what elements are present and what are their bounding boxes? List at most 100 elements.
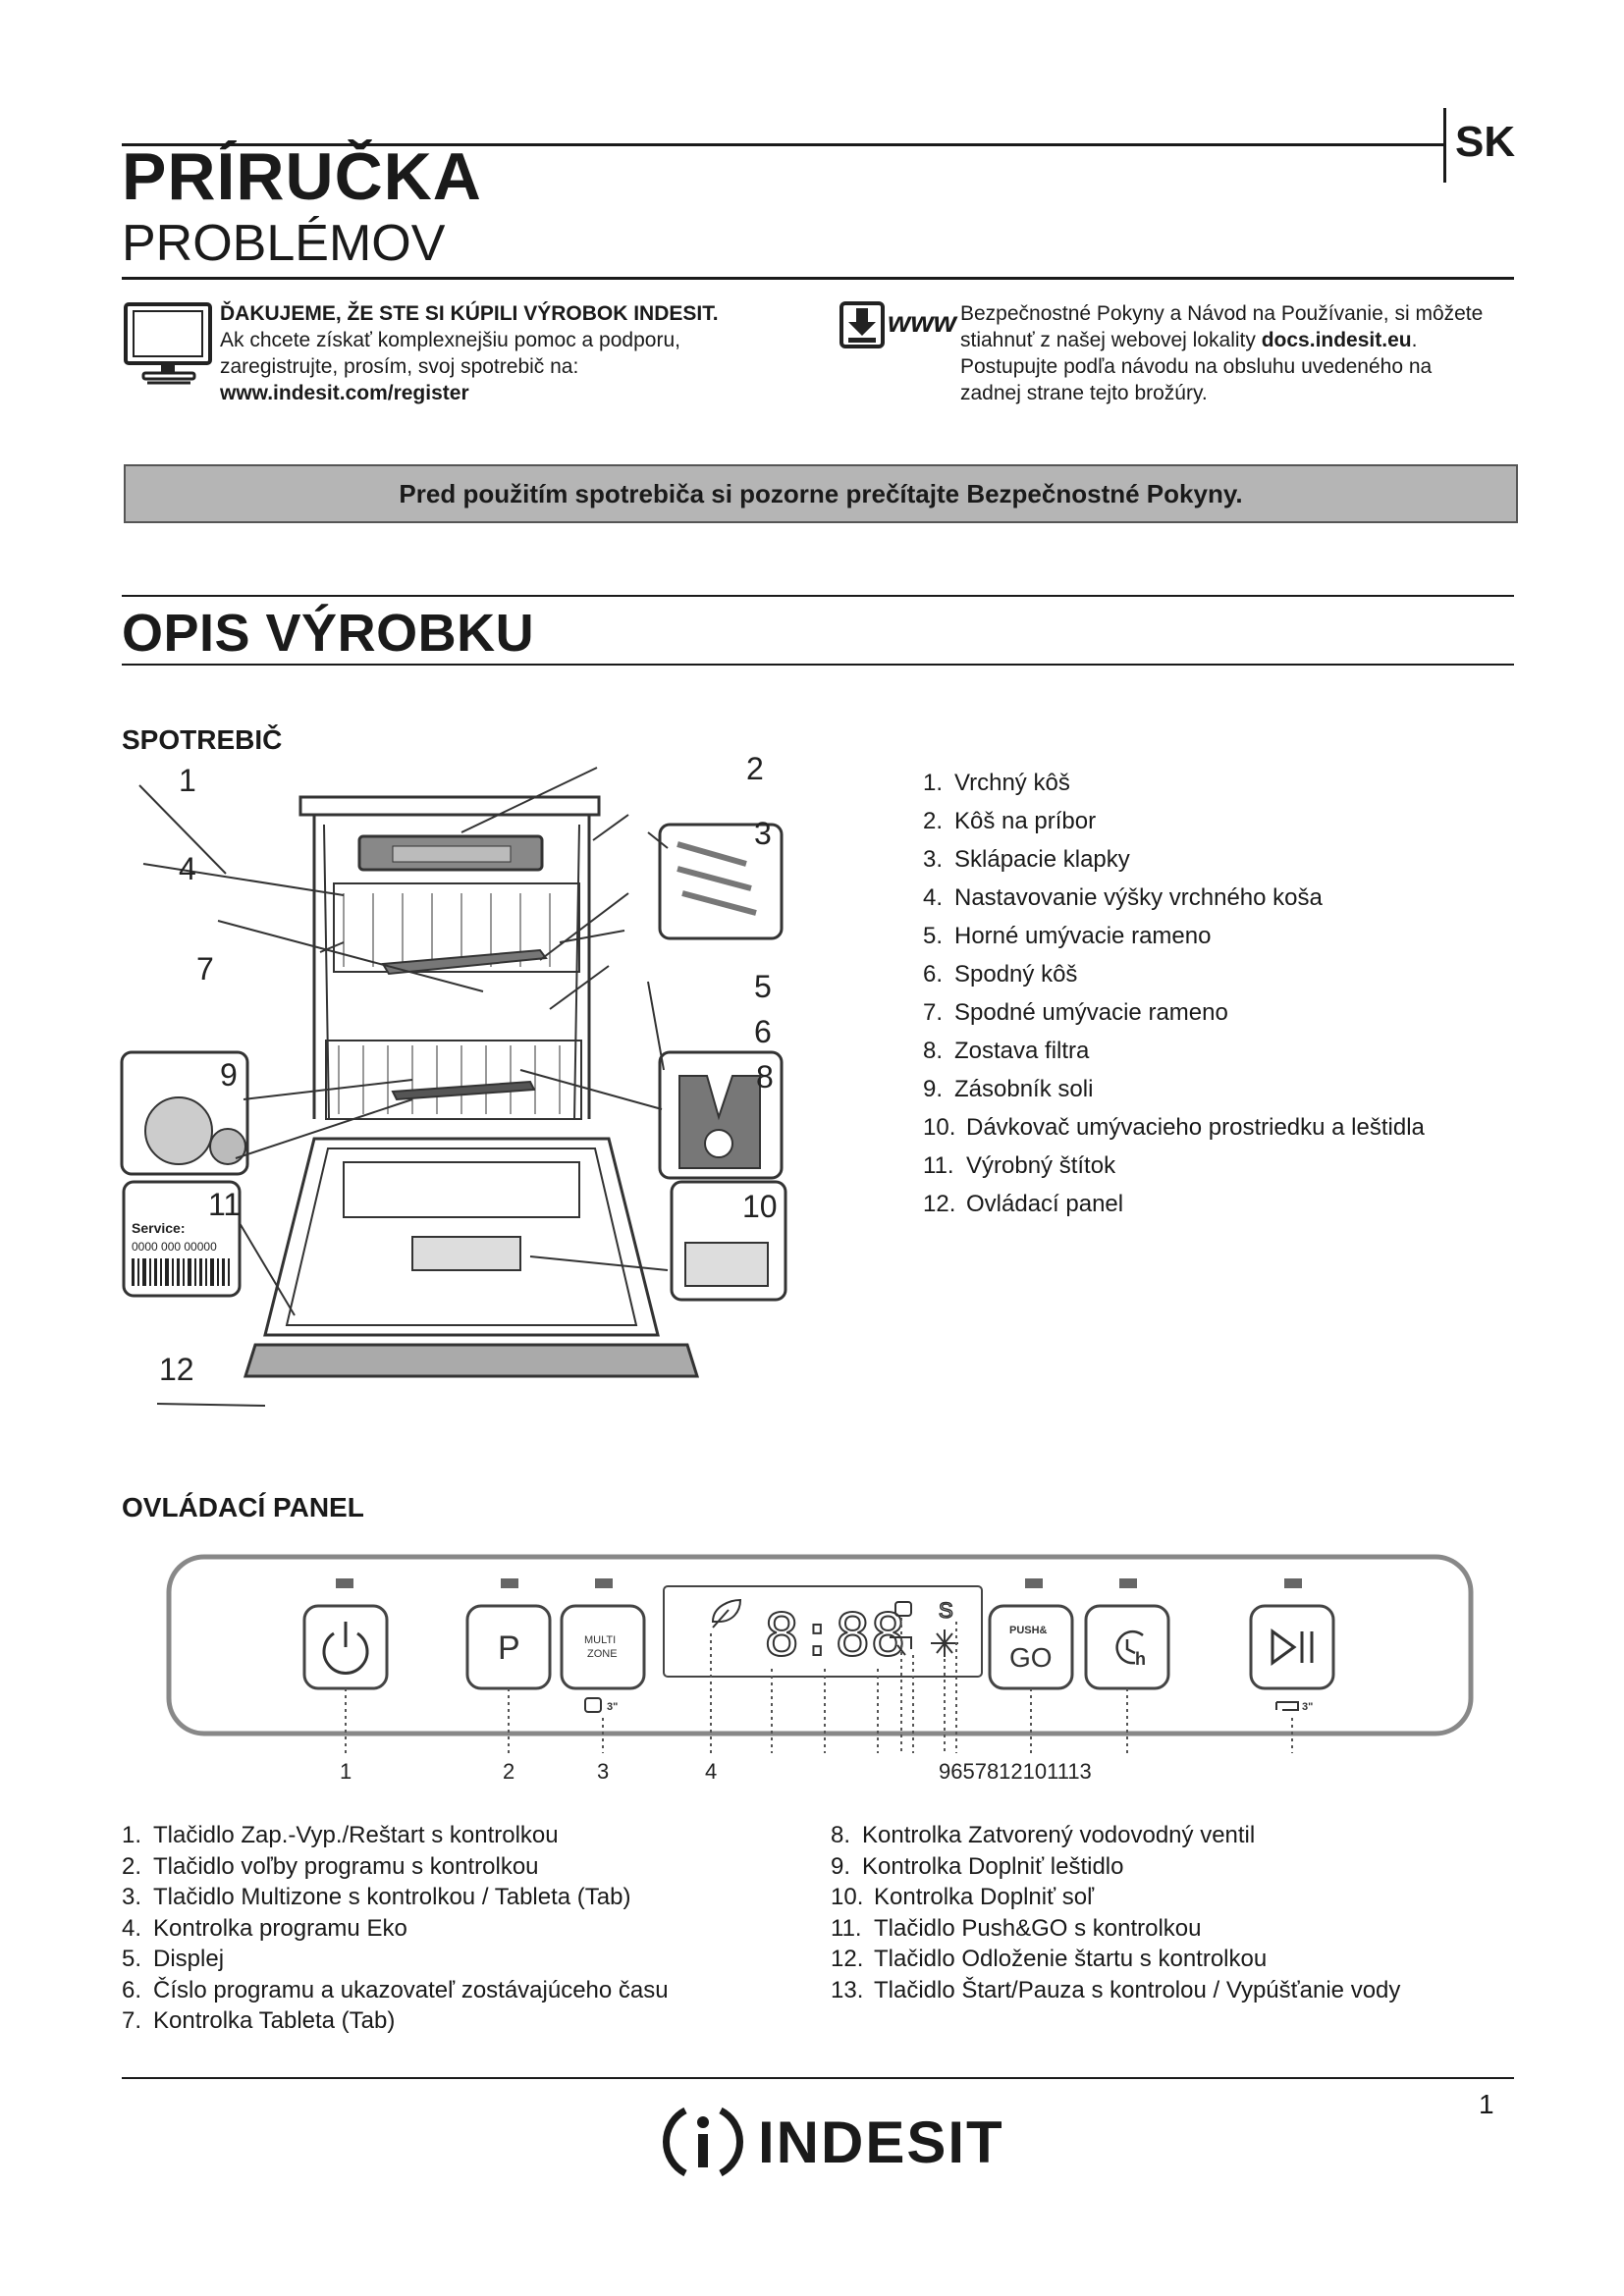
led-multizone xyxy=(595,1578,613,1588)
download-info: Bezpečnostné Pokyny a Návod na Používani… xyxy=(960,300,1530,406)
list-item: 9. Zásobník soli xyxy=(923,1070,1425,1108)
rinse-aid-icon xyxy=(931,1629,958,1657)
list-num: 6. xyxy=(923,961,944,988)
callout-2: 2 xyxy=(746,751,764,786)
register-line-1: Ak chcete získať komplexnejšiu pomoc a p… xyxy=(220,329,680,351)
lower-spray-arm xyxy=(391,1080,536,1101)
callout-9: 9 xyxy=(220,1057,238,1093)
list-num: 4. xyxy=(923,884,944,911)
list-num: 9. xyxy=(923,1076,944,1102)
callout-1: 1 xyxy=(179,763,196,798)
list-item: 6.Spodný kôš xyxy=(923,955,1425,993)
list-item: 2.Tlačidlo voľby programu s kontrolkou xyxy=(122,1851,669,1883)
tab-icon xyxy=(584,1697,602,1713)
list-num: 11. xyxy=(923,1152,954,1179)
list-item: 12. Ovládací panel xyxy=(923,1185,1425,1223)
download-line-2-end: . xyxy=(1411,329,1418,351)
list-item: 12.Tlačidlo Odloženie štartu s kontrolko… xyxy=(831,1944,1400,1975)
water-valve-icon xyxy=(890,1636,912,1656)
led-delay xyxy=(1119,1578,1137,1588)
list-label: Sklápacie klapky xyxy=(954,846,1130,873)
list-num: 2. xyxy=(122,1852,142,1880)
list-label: Nastavovanie výšky vrchného koša xyxy=(954,884,1323,911)
list-item: 3. Tlačidlo Multizone s kontrolkou / Tabl… xyxy=(122,1882,669,1913)
list-item: 8.Zostava filtra xyxy=(923,1032,1425,1070)
list-label: Displej xyxy=(153,1946,225,1972)
panel-callout-4: 4 xyxy=(705,1759,717,1784)
list-item: 1. Tlačidlo Zap.-Vyp./Reštart s kontrolko… xyxy=(122,1820,669,1851)
list-label: Dávkovač umývacieho prostriedku a leštid… xyxy=(966,1114,1425,1141)
program-button-label: P xyxy=(498,1629,520,1667)
list-label: Tlačidlo Multizone s kontrolkou / Tablet… xyxy=(153,1884,631,1910)
callout-8: 8 xyxy=(756,1059,774,1095)
list-num: 12. xyxy=(923,1191,956,1217)
download-icon xyxy=(839,301,885,348)
list-num: 7. xyxy=(122,2007,142,2034)
list-item: 1.Vrchný kôš xyxy=(923,764,1425,802)
footer-rule xyxy=(122,2077,1514,2079)
control-list-right: 8.Kontrolka Zatvorený vodovodný ventil 9… xyxy=(831,1820,1400,2005)
section-rule-top xyxy=(122,595,1514,597)
led-power xyxy=(336,1578,353,1588)
list-item: 5.Displej xyxy=(122,1944,669,1975)
tablet-indicator-icon xyxy=(894,1601,912,1617)
callout-6: 6 xyxy=(754,1014,772,1049)
list-num: 3. xyxy=(923,846,944,873)
list-label: Číslo programu a ukazovateľ zostávajúceh… xyxy=(153,1976,669,2003)
rating-code-label: 0000 000 00000 xyxy=(132,1240,217,1254)
list-item: 2.Kôš na príbor xyxy=(923,802,1425,840)
callout-5: 5 xyxy=(754,969,772,1004)
list-num: 10. xyxy=(831,1884,864,1910)
list-num: 5. xyxy=(923,923,944,949)
callout-3: 3 xyxy=(754,816,772,851)
docs-link[interactable]: docs.indesit.eu xyxy=(1261,329,1412,351)
start-pause-icon xyxy=(1271,1629,1314,1666)
list-label: Zostava filtra xyxy=(954,1038,1090,1064)
list-label: Kontrolka Tableta (Tab) xyxy=(153,2007,396,2034)
list-num: 1. xyxy=(923,770,944,796)
callout-11: 11 xyxy=(208,1187,241,1222)
register-line-2: zaregistrujte, prosím, svoj spotrebič na… xyxy=(220,355,579,378)
list-label: Tlačidlo Zap.-Vyp./Reštart s kontrolkou xyxy=(153,1822,559,1848)
list-label: Zásobník soli xyxy=(954,1076,1094,1102)
tab-hint: 3" xyxy=(607,1701,618,1713)
panel-callout-3: 3 xyxy=(597,1759,609,1784)
list-item: 4. Nastavovanie výšky vrchného koša xyxy=(923,879,1425,917)
list-item: 6.Číslo programu a ukazovateľ zostávajúc… xyxy=(122,1975,669,2006)
list-num: 1. xyxy=(122,1822,142,1848)
lower-basket xyxy=(325,1040,582,1120)
section-title: OPIS VÝROBKU xyxy=(122,604,535,663)
drain-icon xyxy=(1275,1701,1299,1711)
list-item: 5.Horné umývacie rameno xyxy=(923,917,1425,955)
led-program xyxy=(501,1578,518,1588)
header-rule-top xyxy=(122,143,1443,146)
multizone-button[interactable] xyxy=(560,1604,646,1690)
list-item: 10. Dávkovač umývacieho prostriedku a leš… xyxy=(923,1108,1425,1147)
panel-callouts-right: 9657812101113 xyxy=(939,1759,1092,1784)
page-number: 1 xyxy=(1479,2089,1494,2119)
push-go-label-bottom: GO xyxy=(1009,1642,1053,1673)
list-num: 10. xyxy=(923,1114,956,1141)
multizone-label-1: MULTI xyxy=(584,1634,616,1646)
list-label: Ovládací panel xyxy=(966,1191,1124,1217)
list-num: 7. xyxy=(923,999,944,1026)
list-item: 3. Sklápacie klapky xyxy=(923,840,1425,879)
list-item: 8.Kontrolka Zatvorený vodovodný ventil xyxy=(831,1820,1400,1851)
list-label: Kontrolka Doplniť soľ xyxy=(874,1884,1095,1910)
list-num: 8. xyxy=(831,1822,851,1848)
list-label: Kontrolka programu Eko xyxy=(153,1914,407,1942)
language-code: SK xyxy=(1455,118,1516,166)
list-num: 3. xyxy=(122,1884,142,1910)
list-num: 13. xyxy=(831,1976,864,2003)
eco-leaf-icon xyxy=(711,1598,742,1629)
led-start xyxy=(1284,1578,1302,1588)
list-label: Tlačidlo Push&GO s kontrolkou xyxy=(874,1914,1202,1942)
download-line-4: zadnej strane tejto brožúry. xyxy=(960,382,1208,404)
dishwasher-tub xyxy=(312,815,591,1119)
register-url[interactable]: www.indesit.com/register xyxy=(220,382,469,404)
list-item: 7. Kontrolka Tableta (Tab) xyxy=(122,2005,669,2037)
control-panel-title: OVLÁDACÍ PANEL xyxy=(122,1492,364,1522)
list-item: 10. Kontrolka Doplniť soľ xyxy=(831,1882,1400,1913)
dishwasher-diagram: Service: 0000 000 00000 1 2 3 4 5 6 7 8 … xyxy=(120,751,787,1407)
page-subtitle: PROBLÉMOV xyxy=(122,215,446,272)
